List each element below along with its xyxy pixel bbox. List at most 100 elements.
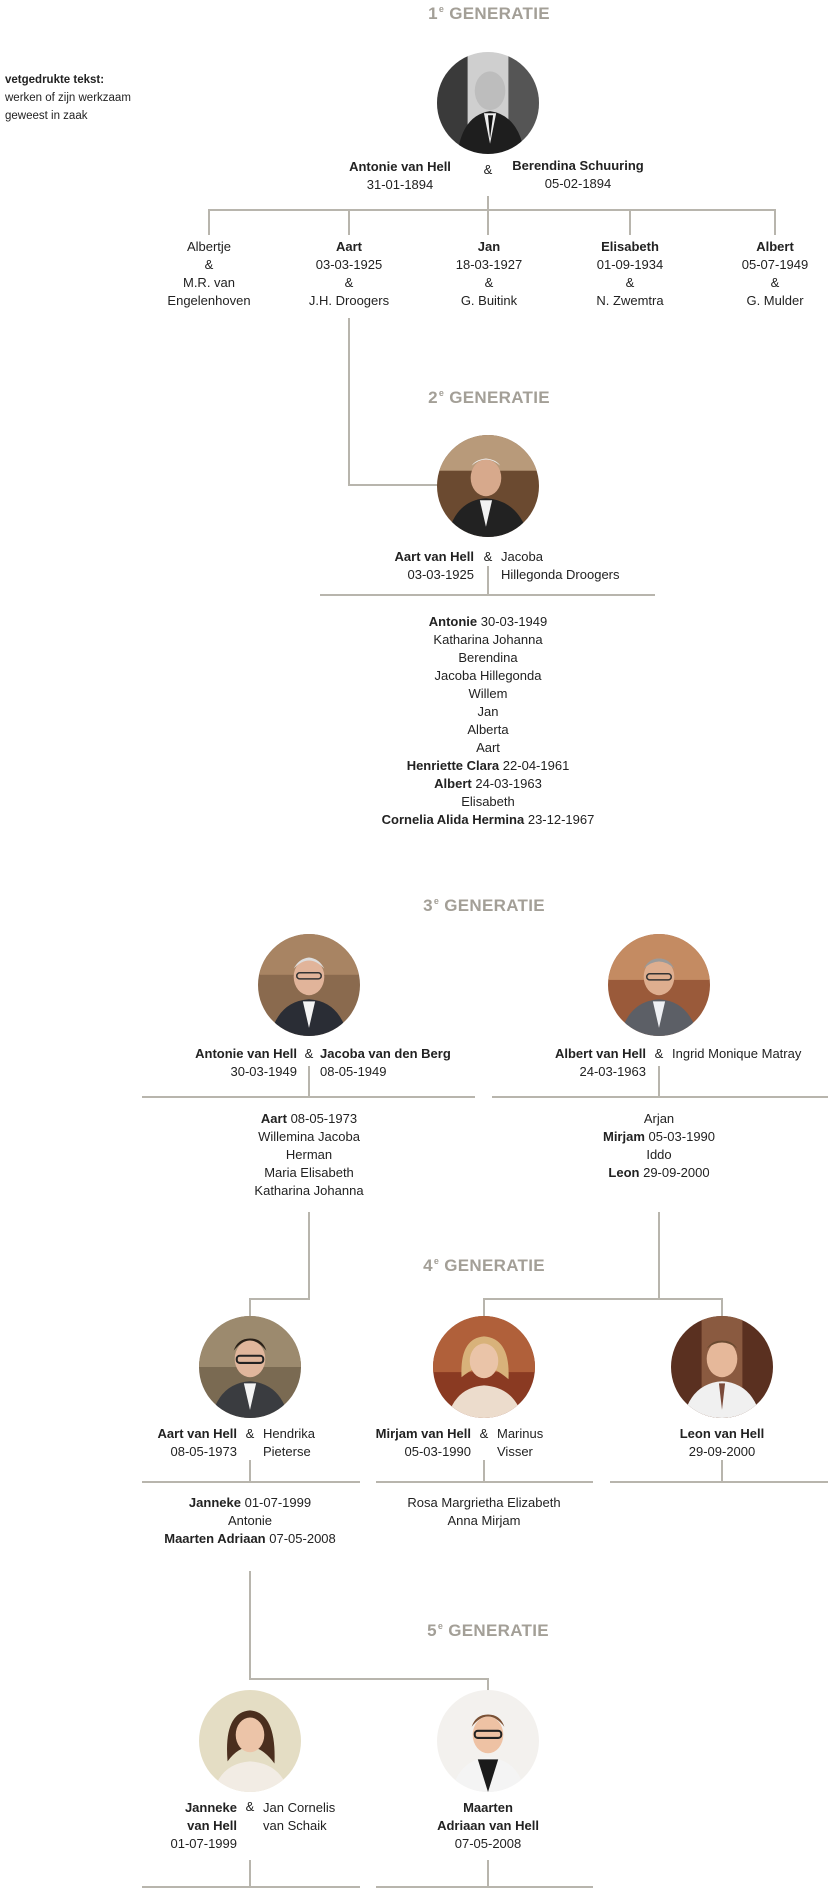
text: & xyxy=(770,275,780,290)
connector-line xyxy=(483,1460,485,1482)
person-name: Leon van Hell xyxy=(679,1426,765,1441)
person-name: Albert van Hell xyxy=(554,1046,646,1061)
generation-4-title: 4e GENERATIE xyxy=(423,1256,545,1276)
portrait-aart-van-hell-1925 xyxy=(437,435,539,537)
text: 05-03-1990 xyxy=(648,1129,716,1144)
connector-line xyxy=(487,209,489,235)
spouse-name: Ingrid Monique Matray xyxy=(672,1046,802,1061)
list-item: Arjan xyxy=(643,1111,675,1126)
list-item: Katharina Johanna xyxy=(433,632,543,647)
connector-line xyxy=(487,1860,489,1888)
connector-line xyxy=(721,1460,723,1482)
graphic xyxy=(199,1690,301,1792)
connector-line xyxy=(483,1298,485,1318)
ampersand: & xyxy=(245,1426,255,1441)
portrait-janneke-van-hell xyxy=(199,1690,301,1792)
ampersand: & xyxy=(483,549,493,564)
generation-5-title: 5e GENERATIE xyxy=(427,1621,549,1641)
text: G. Buitink xyxy=(460,293,518,308)
graphic xyxy=(433,1316,535,1418)
connector-line xyxy=(658,1066,660,1097)
text: e xyxy=(433,1256,440,1266)
spouse-name: Hendrika xyxy=(263,1426,316,1441)
text: Jan xyxy=(477,239,501,254)
text: Cornelia Alida Hermina xyxy=(381,812,525,827)
text: 29-09-2000 xyxy=(643,1165,710,1180)
list-item: Cornelia Alida Hermina 23-12-1967 xyxy=(382,811,595,829)
text: 18-03-1927 xyxy=(455,257,523,272)
connector-line xyxy=(249,1571,251,1680)
list-item: Willem xyxy=(468,686,508,701)
text: 07-05-2008 xyxy=(269,1531,336,1546)
text: Jan Cornelis xyxy=(263,1800,336,1815)
portrait-antonie-van-hell-1949 xyxy=(258,934,360,1036)
portrait-albert-van-hell xyxy=(608,934,710,1036)
connector-line xyxy=(658,1212,660,1300)
legend-title: vetgedrukte tekst: xyxy=(5,74,105,86)
text: 07-05-2008 xyxy=(454,1836,522,1851)
list-item: Maarten Adriaan 07-05-2008 xyxy=(164,1530,336,1548)
text: Leon xyxy=(608,1165,640,1180)
children-list-gen4-aart: Janneke 01-07-1999 Antonie Maarten Adria… xyxy=(164,1494,336,1548)
spouse-name: Jacoba van den Berg xyxy=(320,1046,451,1061)
connector-line xyxy=(376,1481,593,1483)
text: Maarten Adriaan xyxy=(164,1531,266,1546)
text: Albert xyxy=(434,776,472,791)
text: Henriette Clara xyxy=(406,758,500,773)
text: Janneke xyxy=(184,1800,237,1815)
text: 5 xyxy=(427,1621,437,1640)
list-item: Henriette Clara 22-04-1961 xyxy=(382,757,595,775)
text: Antonie xyxy=(428,614,478,629)
text: & xyxy=(344,275,354,290)
text: 4 xyxy=(423,1256,433,1275)
connector-line xyxy=(484,1298,723,1300)
person-name: Antonie van Hell xyxy=(195,1046,297,1061)
connector-line xyxy=(308,1066,310,1097)
list-item: Jan xyxy=(477,704,499,719)
children-list-gen4-mirjam: Rosa Margrietha Elizabeth Anna Mirjam xyxy=(407,1494,560,1530)
connector-line xyxy=(721,1298,723,1318)
text: GENERATIE xyxy=(444,896,545,915)
text: Aart xyxy=(260,1111,287,1126)
spouse-name: Hillegonda Droogers xyxy=(501,567,620,582)
graphic xyxy=(437,1690,539,1792)
connector-line xyxy=(376,1886,593,1888)
text: Elisabeth xyxy=(601,239,659,254)
generation-2-title: 2e GENERATIE xyxy=(428,388,550,408)
connector-line xyxy=(249,1860,251,1888)
list-item: Jacoba Hillegonda xyxy=(434,668,542,683)
list-item: Berendina xyxy=(458,650,518,665)
child-jan: Jan 18-03-1927 & G. Buitink xyxy=(456,238,523,310)
ampersand: & xyxy=(654,1046,664,1061)
text: 08-05-1973 xyxy=(290,1111,358,1126)
connector-line xyxy=(208,209,210,235)
list-item: Iddo xyxy=(646,1147,672,1162)
list-item: Willemina Jacoba xyxy=(258,1129,360,1144)
text: GENERATIE xyxy=(448,1621,549,1640)
person-date: 30-03-1949 xyxy=(230,1064,298,1079)
list-item: Alberta xyxy=(467,722,509,737)
text: e xyxy=(438,388,445,398)
text: 2 xyxy=(428,388,438,407)
person-date: 08-05-1973 xyxy=(170,1444,238,1459)
text: 3 xyxy=(423,896,433,915)
list-item: Leon 29-09-2000 xyxy=(603,1164,715,1182)
text: & xyxy=(204,257,214,272)
text: GENERATIE xyxy=(444,1256,545,1275)
text: & xyxy=(484,275,494,290)
graphic xyxy=(671,1316,773,1418)
list-item: Rosa Margrietha Elizabeth xyxy=(407,1495,561,1510)
person-name: Antonie van Hell xyxy=(349,159,451,174)
text: e xyxy=(438,4,445,14)
children-list-gen3-left: Aart 08-05-1973 Willemina Jacoba Herman … xyxy=(254,1110,363,1200)
person-name: Aart van Hell xyxy=(394,549,474,564)
text: 01-09-1934 xyxy=(596,257,664,272)
person-date: 01-07-1999 xyxy=(170,1836,238,1851)
text: Albert xyxy=(756,239,794,254)
legend-line: werken of zijn werkzaam xyxy=(5,92,131,104)
